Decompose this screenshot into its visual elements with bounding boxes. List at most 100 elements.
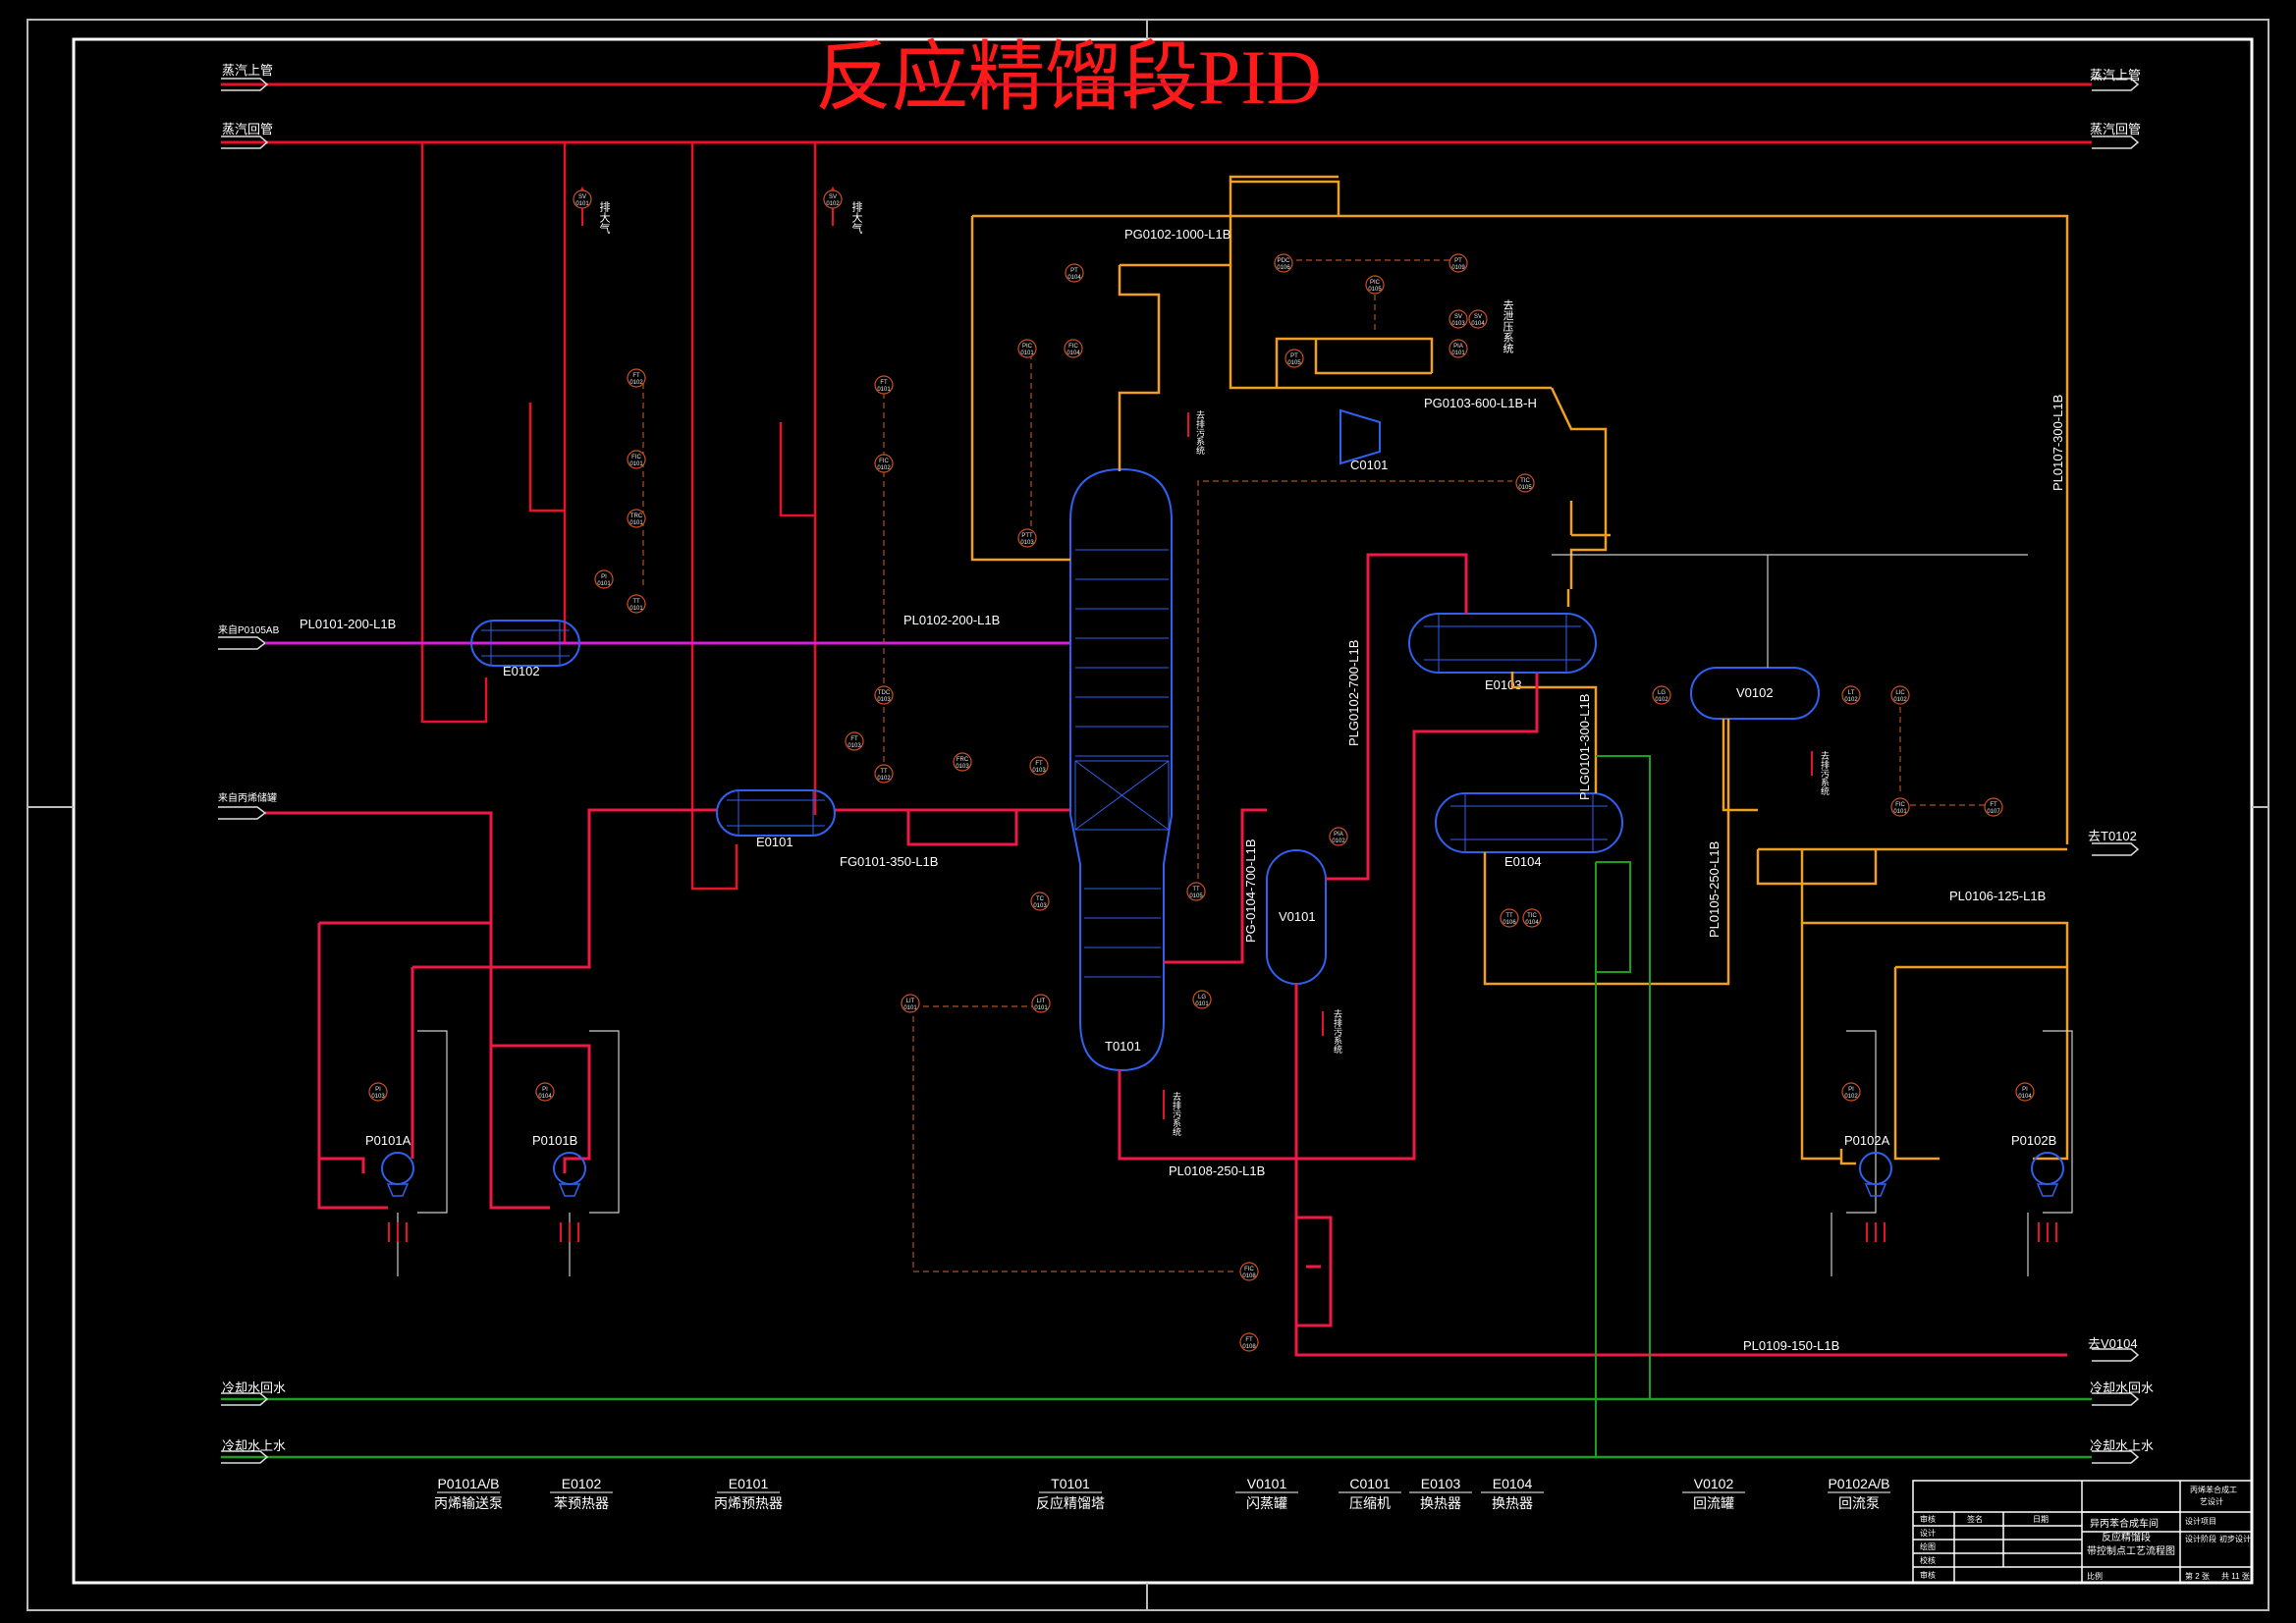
instrument-tag: TT	[1505, 913, 1513, 919]
instrument-number: 0102	[1332, 839, 1345, 844]
propylene-feed-line	[265, 808, 1070, 1159]
feed-from-p0105: 来自P0105AB	[218, 623, 280, 636]
e0103-exchanger	[1408, 613, 1597, 674]
v0102-vent	[1552, 554, 2028, 668]
legend-tag: T0101	[1051, 1476, 1090, 1491]
tb-r5: 审核	[1920, 1570, 1936, 1580]
steam-supply-line	[221, 78, 2140, 91]
pump-p0101b	[553, 1152, 586, 1197]
instrument-balloon: LG0101	[1192, 990, 1212, 1009]
instrument-number: 0103	[847, 743, 861, 749]
instrument-tag: PI	[2022, 1087, 2028, 1093]
instrument-number: 0104	[1067, 275, 1081, 281]
instrument-tag: PT	[1290, 353, 1298, 359]
legend-name: 回流罐	[1693, 1495, 1734, 1511]
instrument-circle	[845, 731, 864, 751]
instrument-tag: FT	[632, 373, 640, 379]
tb-proj2: 设计阶段	[2185, 1534, 2216, 1543]
instrument-circle	[1449, 253, 1468, 273]
instrument-number: 0103	[1020, 540, 1034, 546]
instrument-tag: TDC	[878, 690, 891, 696]
instrument-tag: TC	[1036, 896, 1045, 902]
instrument-number: 0105	[1368, 287, 1382, 293]
tb-sheet: 第 2 张	[2185, 1571, 2210, 1581]
t0101-column	[1069, 467, 1173, 1072]
instrument-circle	[1841, 1082, 1861, 1102]
instrument-tag: PT	[1070, 268, 1078, 274]
instrument-circle	[368, 1082, 388, 1102]
instrument-tag: PI	[601, 574, 607, 580]
line-pl0107: PL0107-300-L1B	[2050, 395, 2065, 491]
steam-return-label-right: 蒸汽回管	[2090, 122, 2141, 136]
instrument-tag: SV	[829, 194, 837, 200]
pump-p0101-piping	[317, 1149, 591, 1210]
instrument-tag: TT	[880, 769, 888, 775]
c0101-compressor	[1339, 408, 1381, 465]
pump-p0101-return	[397, 1030, 620, 1276]
instrument-circle	[1186, 882, 1206, 901]
steam-risers	[420, 142, 817, 891]
steam-supply-label-left: 蒸汽上管	[222, 63, 273, 78]
outlet-to-t0102: 去T0102	[2088, 829, 2137, 843]
tb-r4: 校核	[1920, 1555, 1936, 1565]
legend-name: 换热器	[1420, 1495, 1461, 1511]
v0102-drum	[1690, 667, 1820, 720]
instrument-circle	[627, 509, 646, 528]
instrument-tag: TRC	[630, 514, 643, 519]
vent-drain-3: 去排污系统	[1820, 750, 1830, 796]
legend-tag: E0101	[729, 1476, 769, 1491]
instrument-circle	[627, 368, 646, 388]
tb-drawing-title2: 反应精馏段	[2102, 1531, 2151, 1543]
instrument-tag: LIT	[906, 999, 915, 1004]
instrument-tag: SV	[1454, 314, 1462, 320]
instrument-number: 0105	[1518, 485, 1532, 491]
drawing-title: 反应精馏段PID	[815, 34, 1322, 120]
instrument-tag: PDC	[1278, 258, 1290, 264]
instrument-tag: PIA	[1334, 832, 1343, 838]
instrument-number: 0102	[1655, 697, 1668, 703]
instrument-circle	[1064, 339, 1083, 358]
legend-name: 反应精馏塔	[1036, 1495, 1105, 1511]
instrument-circle	[1285, 349, 1304, 368]
instrument-tag: FT	[1035, 761, 1043, 767]
instrument-circle	[1030, 892, 1050, 911]
instrument-circle	[1329, 827, 1348, 846]
instrument-circle	[1239, 1262, 1259, 1281]
legend-tag: C0101	[1349, 1476, 1390, 1491]
tb-scale: 比例	[2087, 1571, 2103, 1581]
tb-r1c3: 日期	[2033, 1515, 2049, 1524]
line-pl0101: PL0101-200-L1B	[300, 617, 396, 631]
tb-drawing-title3: 带控制点工艺流程图	[2087, 1544, 2175, 1557]
instrument-number: 0104	[2018, 1094, 2032, 1100]
vent-depress: 去泄压系统	[1502, 299, 1514, 353]
tb-r3: 绘图	[1920, 1542, 1936, 1551]
legend-name: 闪蒸罐	[1246, 1495, 1287, 1511]
vent-drain-1: 去排污系统	[1172, 1091, 1181, 1137]
instrument-number: 0101	[877, 387, 891, 393]
instrument-circle	[874, 454, 894, 473]
instrument-tag: TIC	[1520, 478, 1530, 484]
instrument-circle	[573, 189, 592, 209]
instrument-tag: PIC	[1370, 280, 1381, 286]
line-pl0102: PL0102-200-L1B	[903, 613, 1000, 627]
